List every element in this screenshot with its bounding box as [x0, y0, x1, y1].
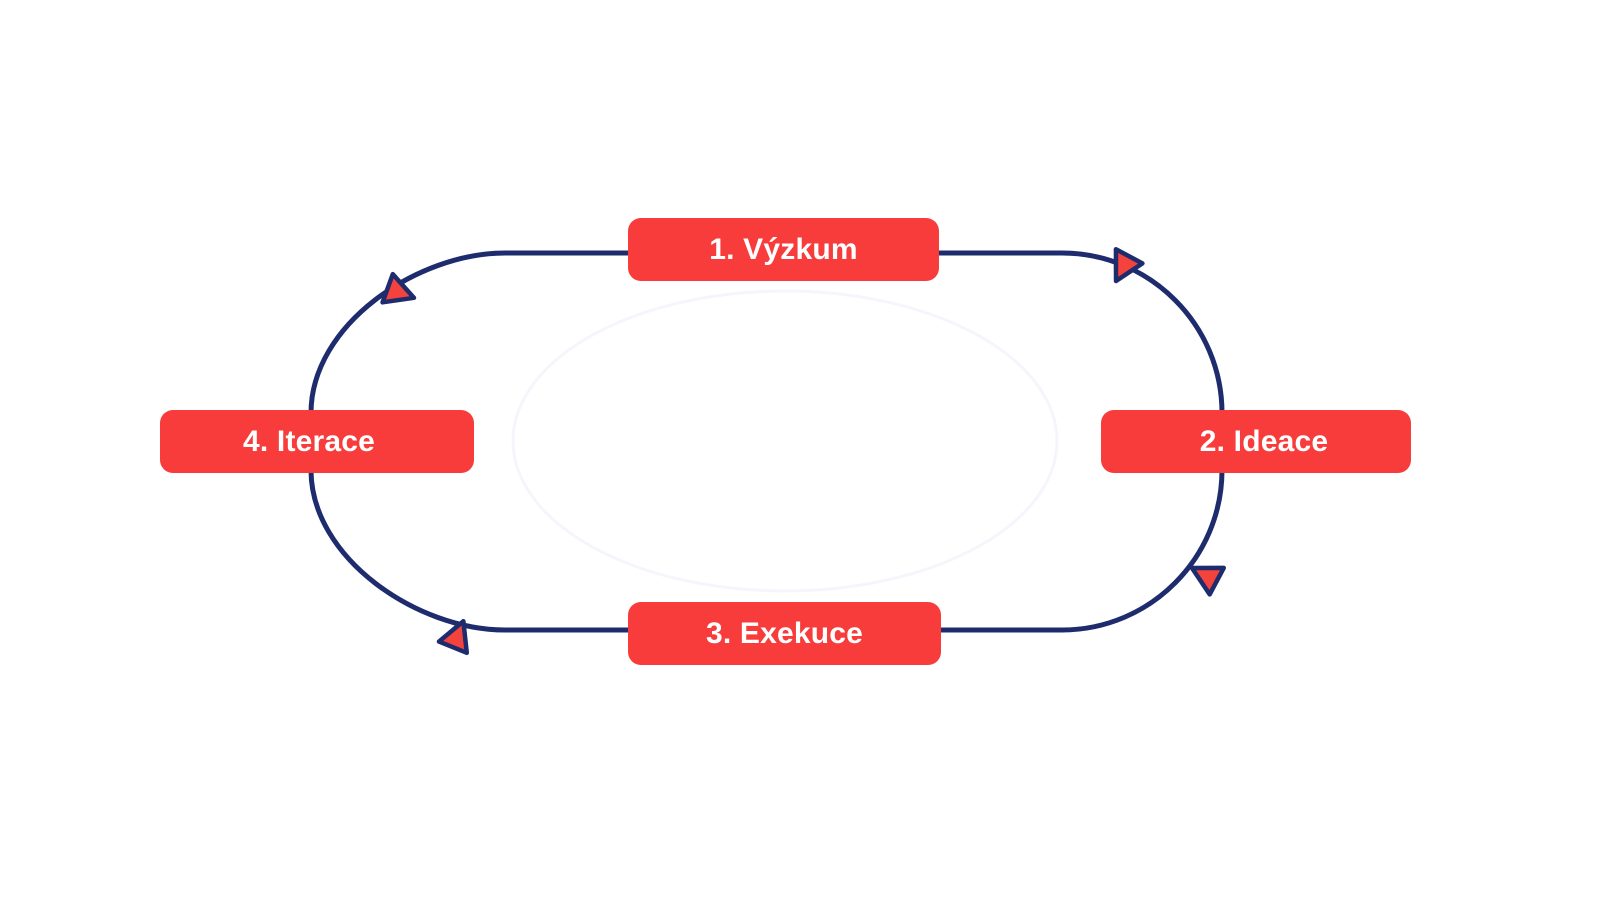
cycle-node-iterace[interactable]: 4. Iterace	[160, 410, 474, 473]
cycle-node-vyzkum[interactable]: 1. Výzkum	[628, 218, 939, 281]
cycle-node-exekuce[interactable]: 3. Exekuce	[628, 602, 941, 665]
cycle-node-vyzkum-label: 1. Výzkum	[709, 232, 858, 266]
arrowhead-exekuce-to-iterace	[436, 618, 470, 656]
arrowhead-ideace-to-exekuce	[1189, 565, 1227, 597]
arrowhead-vyzkum-to-ideace	[1113, 246, 1145, 284]
cycle-node-exekuce-label: 3. Exekuce	[705, 616, 864, 650]
cycle-node-ideace-label: 2. Ideace	[1199, 424, 1329, 458]
background-watermark-ellipse	[511, 289, 1059, 593]
cycle-node-iterace-label: 4. Iterace	[242, 424, 376, 458]
cycle-node-ideace[interactable]: 2. Ideace	[1101, 410, 1411, 473]
cycle-path	[308, 250, 1225, 633]
arrowhead-iterace-to-vyzkum	[380, 271, 417, 305]
